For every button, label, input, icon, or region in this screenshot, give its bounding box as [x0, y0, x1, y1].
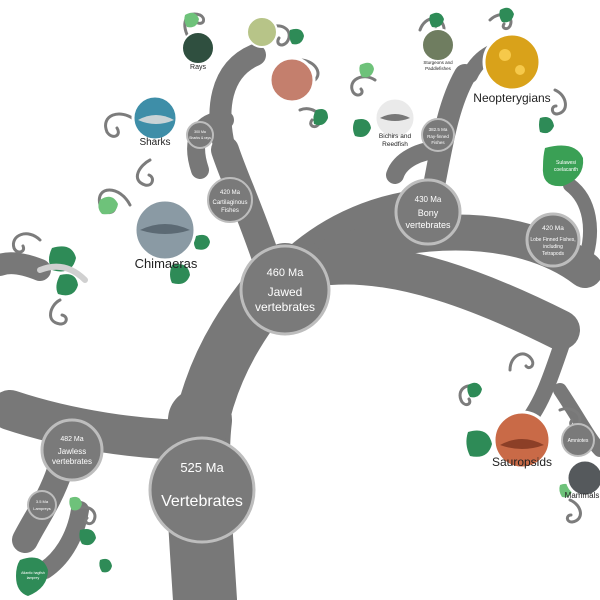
leaf — [429, 12, 444, 28]
leaf — [359, 62, 374, 78]
jawless-name-line2: vertebrates — [52, 457, 92, 466]
leaf-hagfish — [16, 557, 48, 596]
jawed-name-line2: vertebrates — [255, 300, 315, 314]
bony-age: 430 Ma — [415, 195, 442, 204]
label-bichirs-line1: Bichirs and — [379, 133, 412, 140]
leaf — [289, 28, 304, 45]
label-rays: Rays — [190, 64, 206, 71]
ray-finned-name-line1: Ray-finned — [427, 134, 449, 139]
branch-hagfish — [36, 501, 89, 579]
leaf — [353, 119, 371, 137]
ray-finned-name-line2: Fishes — [431, 140, 445, 145]
bony-name-line1: Bony — [418, 208, 439, 218]
species-thumbnails — [37, 16, 600, 498]
lobe-finned-name-line2: including — [543, 244, 563, 250]
lampreys-name: Lampreys — [33, 506, 51, 511]
label-bichirs-line2: Reedfish — [382, 141, 408, 148]
jawed-name-line1: Jawed — [268, 285, 303, 299]
node-lobe-finned: 420 Ma Lobe Finned Fishes, including Tet… — [525, 212, 581, 268]
root-age: 525 Ma — [180, 460, 224, 475]
leaf — [467, 382, 482, 398]
neopterygians-image — [482, 32, 542, 92]
node-jawed: 460 Ma Jawed vertebrates — [239, 244, 331, 336]
sturgeons-image — [421, 28, 455, 62]
node-cartilaginous: 420 Ma Cartilaginous Fishes — [207, 177, 253, 223]
leaf — [98, 196, 118, 215]
node-lampreys: 3.5 Ma Lampreys — [27, 490, 57, 520]
sharks-rays-name: Sharks & rays — [189, 136, 211, 140]
leaves — [16, 7, 584, 596]
label-sharks: Sharks — [139, 137, 170, 148]
leaf — [539, 117, 554, 134]
lobe-finned-age: 420 Ma — [542, 225, 564, 232]
jawless-name-line1: Jawless — [58, 447, 86, 456]
lampreys-age: 3.5 Ma — [36, 499, 49, 504]
leaf — [99, 558, 112, 573]
label-chimaeras: Chimaeras — [135, 256, 198, 271]
node-bony: 430 Ma Bony vertebrates — [394, 178, 462, 246]
leaf — [184, 12, 199, 28]
rays-image-2 — [246, 16, 278, 48]
root-name: Vertebrates — [161, 493, 243, 510]
label-sturgeons-line1: Sturgeons and — [423, 60, 453, 65]
label-hagfish-line1: Atlantic hagfish — [21, 571, 45, 575]
lobe-finned-name-line1: Lobe Finned Fishes, — [530, 237, 575, 243]
cartilaginous-name-line2: Fishes — [221, 208, 239, 214]
label-coelacanth-line1: Sulawesi — [556, 160, 576, 166]
jawed-age: 460 Ma — [267, 267, 305, 279]
leaf — [194, 234, 210, 250]
ray-finned-age: 382.5 Ma — [429, 127, 448, 132]
label-hagfish-line2: lamprey — [27, 576, 40, 580]
branch-to-sharks — [209, 44, 266, 161]
label-mammals: Mammals — [565, 491, 600, 500]
clade-labels: Chimaeras Sharks Rays Neopterygians Bich… — [21, 60, 599, 580]
branch-left-upper — [0, 252, 51, 281]
mammals-image — [565, 458, 600, 498]
leaf — [313, 109, 328, 126]
rays-image-3 — [268, 56, 316, 104]
node-sharks-rays: 300 Ma Sharks & rays — [186, 121, 214, 149]
cartilaginous-name-line1: Cartilaginous — [212, 200, 247, 206]
node-amniotes: Amniotes — [561, 423, 595, 457]
leaf — [69, 496, 82, 511]
cartilaginous-age: 420 Ma — [220, 190, 241, 196]
leaf — [56, 274, 78, 296]
label-sturgeons-line2: Paddlefishes — [425, 66, 452, 71]
jawless-age: 482 Ma — [60, 436, 83, 443]
label-sauropsids: Sauropsids — [492, 455, 552, 469]
node-root: 525 Ma Vertebrates — [148, 436, 256, 544]
label-neopterygians: Neopterygians — [473, 91, 550, 105]
lobe-finned-name-line3: Tetrapods — [542, 251, 564, 257]
bony-name-line2: vertebrates — [405, 220, 451, 230]
branch-to-jawless — [0, 390, 215, 460]
amniotes-name: Amniotes — [568, 438, 589, 444]
branch-lobe-lower — [310, 244, 580, 350]
leaf-coelacanth — [542, 145, 584, 187]
node-ray-finned: 382.5 Ma Ray-finned Fishes — [421, 118, 455, 152]
branch-coelacanth — [563, 178, 597, 267]
leaf — [79, 529, 96, 546]
leaf — [170, 264, 190, 284]
label-coelacanth-line2: coelacanth — [554, 167, 578, 173]
sharks-rays-age: 300 Ma — [194, 130, 206, 134]
leaf — [499, 7, 514, 23]
rays-image-1 — [181, 31, 215, 65]
node-jawless: 482 Ma Jawless vertebrates — [40, 418, 104, 482]
leaf — [466, 430, 492, 457]
lamprey-image — [37, 263, 88, 283]
